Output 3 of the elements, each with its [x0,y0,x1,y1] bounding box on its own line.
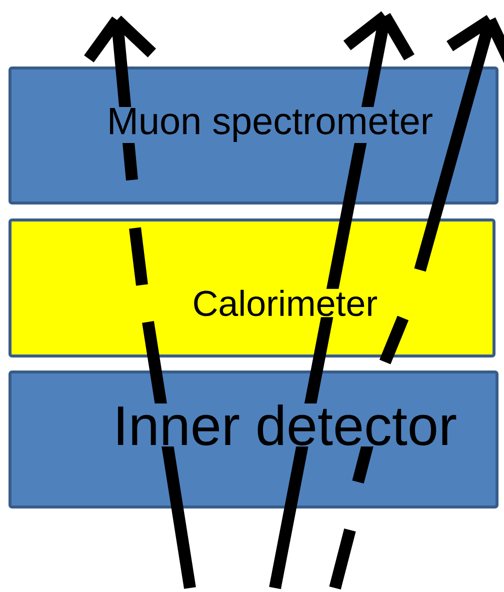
layer-label: Calorimeter [191,288,379,318]
layer-label: Inner detector [112,404,458,446]
layer-label: Muon spectrometer [106,107,434,143]
